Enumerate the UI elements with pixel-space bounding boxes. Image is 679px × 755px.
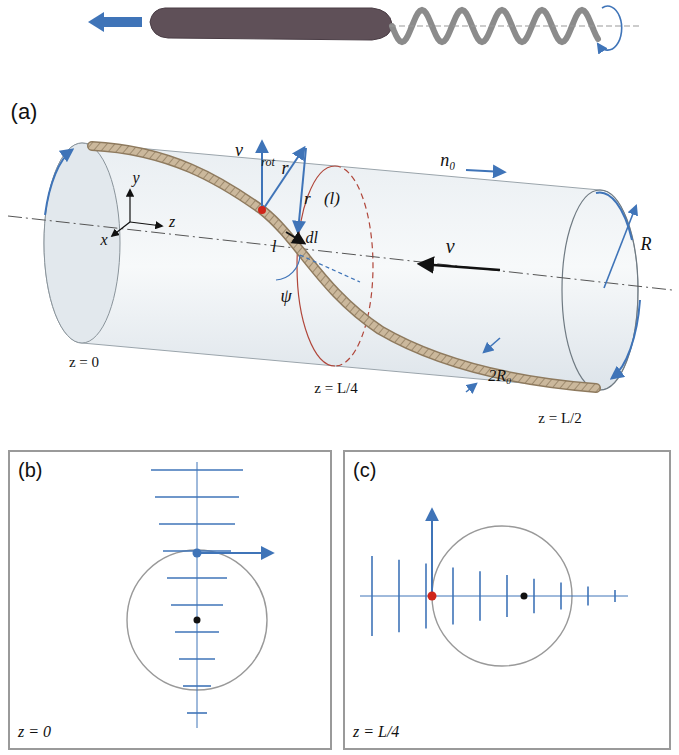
figure-label: x bbox=[100, 232, 107, 248]
figure-label: v⃗ bbox=[446, 236, 470, 256]
figure-label: v⃗ bbox=[235, 141, 257, 159]
cross-section-b bbox=[127, 462, 272, 728]
panel-letter: (b) bbox=[18, 460, 42, 480]
cross-section-c bbox=[360, 510, 628, 666]
bacterium bbox=[88, 6, 640, 50]
figure-label: n₀ bbox=[440, 151, 455, 169]
figure-label: dl⃗ bbox=[306, 230, 331, 246]
figure-label: ψ bbox=[280, 287, 291, 305]
panel-caption: z = 0 bbox=[18, 724, 51, 740]
figure-label: r⃗ bbox=[281, 159, 302, 177]
figure-label: y bbox=[132, 170, 139, 186]
cylinder bbox=[8, 142, 672, 392]
panel-letter: (c) bbox=[353, 460, 376, 480]
figure-label: R bbox=[641, 235, 652, 253]
figure-label: z = 0 bbox=[69, 355, 99, 370]
panel-box: (c) z = L/4 bbox=[343, 450, 671, 750]
figure-label: rot bbox=[261, 156, 275, 168]
figure-label: l bbox=[272, 238, 277, 255]
panel-box: (b) z = 0 bbox=[8, 450, 332, 750]
figure-label: r⃗(l) bbox=[304, 190, 340, 207]
figure-label: 2R₀ bbox=[488, 368, 511, 384]
figure-label: z = L/4 bbox=[314, 381, 357, 396]
figure-label: (a) bbox=[11, 101, 38, 123]
panel-caption: z = L/4 bbox=[353, 724, 399, 740]
figure-label: z bbox=[169, 214, 175, 230]
figure-label: z = L/2 bbox=[538, 411, 581, 426]
